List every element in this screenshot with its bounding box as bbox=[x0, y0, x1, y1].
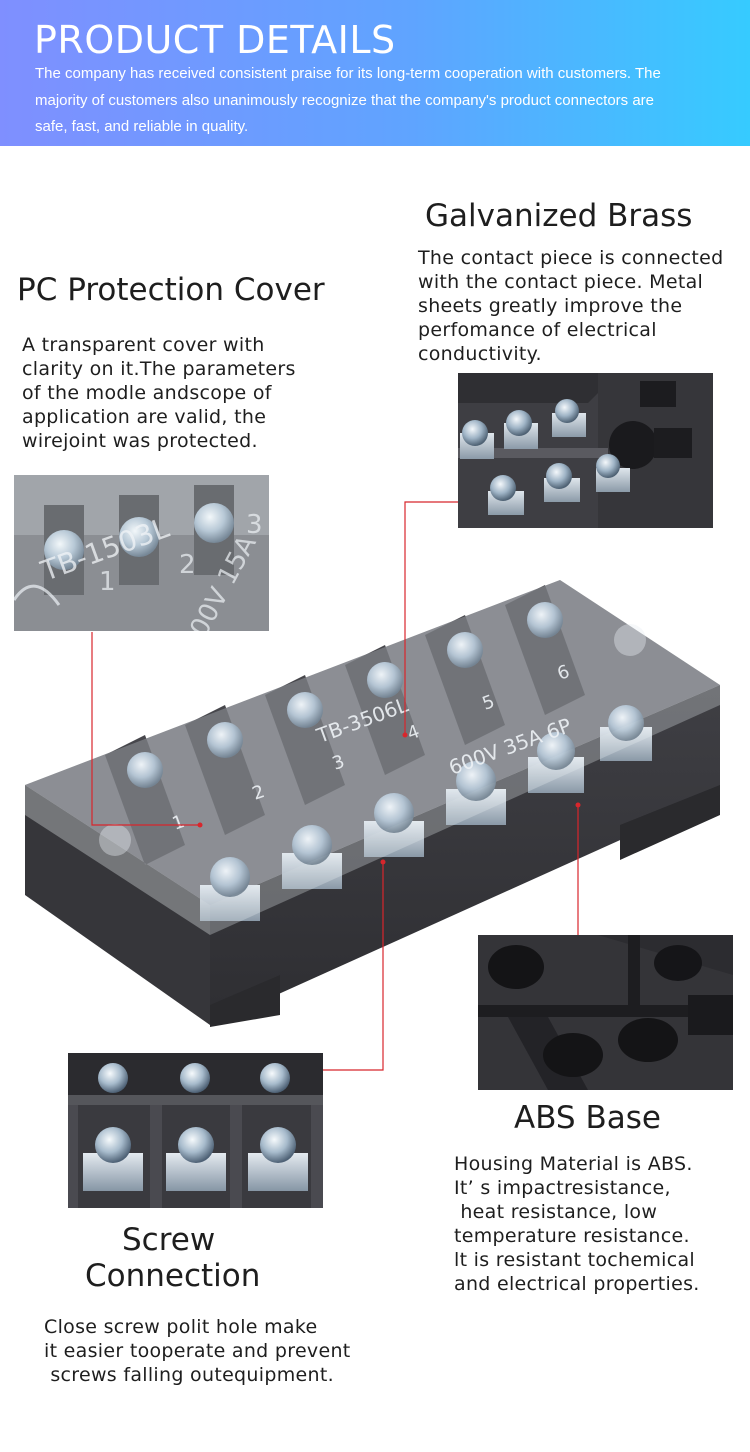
page-title: PRODUCT DETAILS bbox=[34, 18, 396, 62]
header-banner: PRODUCT DETAILS The company has received… bbox=[0, 0, 750, 146]
screw-callout-line bbox=[323, 862, 384, 1071]
cover-line: A transparent cover with bbox=[22, 334, 265, 356]
cover-description: A transparent cover with clarity on it.T… bbox=[22, 333, 296, 453]
abs-line: Housing Material is ABS. bbox=[454, 1153, 693, 1175]
screw-description: Close screw polit hole make it easier to… bbox=[44, 1315, 351, 1387]
brass-line: sheets greatly improve the bbox=[418, 295, 683, 317]
abs-line: lt is resistant tochemical bbox=[454, 1249, 695, 1271]
abs-line: and electrical properties. bbox=[454, 1273, 700, 1295]
screw-heading-line-2: Connection bbox=[85, 1258, 261, 1294]
banner-description-line: majority of customers also unanimously r… bbox=[35, 91, 654, 109]
cover-callout-line bbox=[91, 632, 200, 826]
brass-line: The contact piece is connected bbox=[418, 247, 724, 269]
abs-base-closeup-photo bbox=[478, 935, 733, 1090]
banner-description-line: The company has received consistent prai… bbox=[35, 65, 661, 82]
cover-heading: PC Protection Cover bbox=[17, 272, 325, 308]
cover-terminal-number: 2 bbox=[179, 550, 196, 580]
brass-closeup-photo bbox=[458, 373, 713, 528]
brass-callout-line bbox=[404, 501, 458, 735]
cover-terminal-number: 1 bbox=[99, 567, 116, 597]
brass-line: perfomance of electrical bbox=[418, 319, 657, 341]
abs-description: Housing Material is ABS. It’ s impactres… bbox=[454, 1152, 700, 1296]
brass-description: The contact piece is connected with the … bbox=[418, 246, 723, 366]
banner-description-line: safe, fast, and reliable in quality. bbox=[35, 118, 249, 135]
cover-closeup-photo: TB-1503L 600V 15A 1 2 3 bbox=[14, 475, 269, 631]
screw-line: it easier tooperate and prevent bbox=[44, 1340, 351, 1362]
cover-terminal-number: 3 bbox=[246, 510, 263, 540]
screw-line: screws falling outequipment. bbox=[44, 1364, 334, 1386]
cover-line: clarity on it.The parameters bbox=[22, 358, 296, 380]
brass-heading: Galvanized Brass bbox=[425, 198, 693, 234]
brass-line: with the contact piece. Metal bbox=[418, 271, 704, 293]
screw-line: Close screw polit hole make bbox=[44, 1316, 318, 1338]
screw-closeup-photo bbox=[68, 1053, 323, 1208]
cover-line: application are valid, the bbox=[22, 406, 267, 428]
screw-heading-line-1: Screw bbox=[122, 1222, 216, 1258]
banner-description: The company has received consistent prai… bbox=[35, 61, 715, 141]
cover-line: wirejoint was protected. bbox=[22, 430, 258, 452]
brass-line: conductivity. bbox=[418, 343, 542, 365]
abs-line: heat resistance, low bbox=[454, 1201, 658, 1223]
abs-line: It’ s impactresistance, bbox=[454, 1177, 671, 1199]
abs-line: temperature resistance. bbox=[454, 1225, 690, 1247]
abs-heading: ABS Base bbox=[514, 1100, 661, 1136]
cover-line: of the modle andscope of bbox=[22, 382, 272, 404]
